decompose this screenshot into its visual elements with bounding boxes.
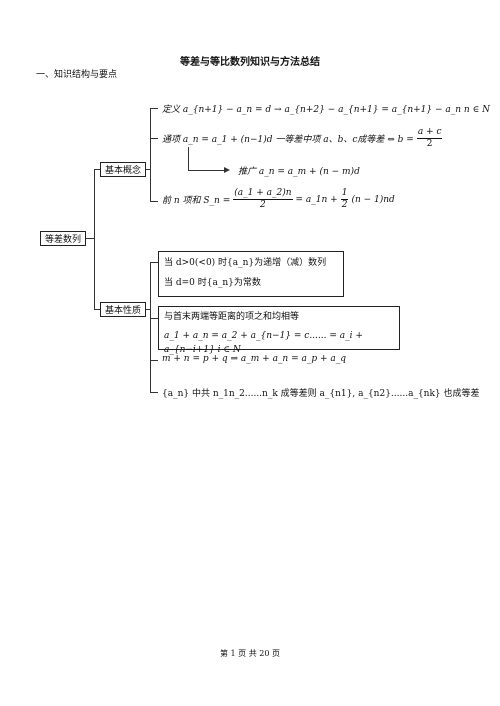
half-denominator: 2 — [341, 200, 348, 210]
concept-link — [146, 169, 150, 170]
sum-prefix: 前 n 项和 S_n = — [162, 196, 231, 206]
root-node: 等差数列 — [40, 231, 86, 246]
property-node: 基本性质 — [100, 302, 146, 317]
section-heading: 一、知识结构与要点 — [36, 70, 118, 80]
sum-denominator: 2 — [260, 200, 266, 210]
generalize-arrow-shaft — [188, 170, 224, 171]
generalize-formula: 推广 a_n = a_m + (n − m)d — [238, 167, 360, 177]
mean-fraction: a + c 2 — [416, 127, 443, 150]
generalize-arrowhead — [224, 167, 230, 173]
root-label: 等差数列 — [44, 235, 81, 245]
prop-branch-3 — [150, 360, 158, 361]
sum-numerator: (a_1 + a_2)n — [233, 188, 293, 200]
definition-formula: 定义 a_{n+1} − a_n = d → a_{n+2} − a_{n+1}… — [162, 105, 490, 115]
property-spine — [150, 262, 151, 392]
property-branch — [94, 309, 100, 310]
def-branch — [150, 108, 158, 109]
concept-branch — [94, 169, 100, 170]
monotone-box: 当 d>0(<0) 时{a_n}为递增（减）数列 当 d=0 时{a_n}为常数 — [158, 251, 344, 297]
constant-text: 当 d=0 时{a_n}为常数 — [164, 278, 261, 288]
half-fraction: 1 2 — [340, 188, 349, 211]
monotone-text: 当 d>0(<0) 时{a_n}为递增（减）数列 — [164, 258, 327, 268]
generalize-drop — [188, 147, 189, 170]
sum-branch — [150, 201, 158, 202]
sum-fraction: (a_1 + a_2)n 2 — [233, 188, 293, 211]
half-numerator: 1 — [340, 188, 349, 200]
general-term-row: 通项 a_n = a_1 + (n−1)d 一等差中项 a、b、c成等差 ⇔ b… — [162, 127, 443, 150]
prop-branch-4 — [150, 392, 158, 393]
root-spine — [94, 169, 95, 310]
general-term-formula: 通项 a_n = a_1 + (n−1)d 一等差中项 a、b、c成等差 ⇔ b… — [162, 135, 414, 145]
property-link — [146, 309, 150, 310]
page-footer: 第 1 页 共 20 页 — [220, 649, 280, 658]
symmetric-formula: a_1 + a_n = a_2 + a_{n−1} = c...... = a_… — [164, 331, 363, 355]
sum-suffix: (n − 1)nd — [351, 194, 395, 205]
concept-spine — [150, 108, 151, 201]
mean-numerator: a + c — [416, 127, 443, 139]
symmetric-text: 与首末两端等距离的项之和均相等 — [164, 312, 300, 322]
prop-branch-1 — [150, 262, 158, 263]
concept-label: 基本概念 — [104, 166, 141, 176]
sum-row: 前 n 项和 S_n = (a_1 + a_2)n 2 = a_1n + 1 2… — [162, 188, 395, 211]
mean-denominator: 2 — [426, 139, 433, 149]
root-connector — [86, 238, 94, 239]
subsequence-formula: {a_n} 中共 n_1n_2......n_k 成等差则 a_{n1}, a_… — [162, 389, 480, 399]
term-branch — [150, 138, 158, 139]
symmetric-box: 与首末两端等距离的项之和均相等 a_1 + a_n = a_2 + a_{n−1… — [158, 306, 400, 355]
concept-node: 基本概念 — [100, 162, 146, 177]
prop-branch-2 — [150, 318, 158, 319]
page-title: 等差与等比数列知识与方法总结 — [180, 57, 320, 68]
sum-mid: = a_1n + — [295, 194, 338, 205]
property-label: 基本性质 — [104, 306, 141, 316]
index-sum-formula: m + n = p + q ⇒ a_m + a_n = a_p + a_q — [162, 354, 347, 364]
